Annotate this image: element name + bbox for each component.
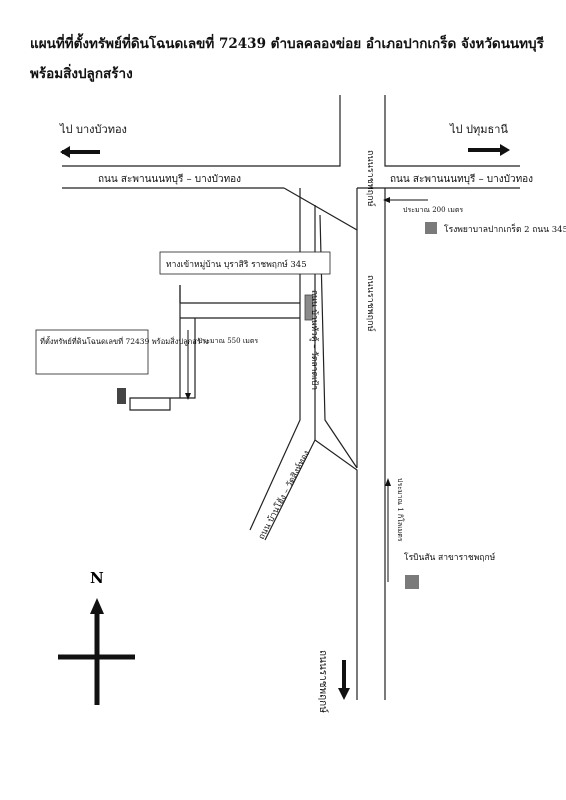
village-entrance-marker [304, 294, 314, 321]
arrow-west [60, 146, 70, 158]
hospital-marker [425, 222, 437, 234]
median-outline [319, 214, 358, 469]
direction-east-label: ไป ปทุมธานี [449, 123, 508, 136]
main-road-east-label: ถนน สะพานนนทบุรี – บางบัวทอง [390, 173, 533, 185]
main-road-west-label: ถนน สะพานนนทบุรี – บางบัวทอง [98, 173, 241, 185]
diagonal-road-label: ถนน บ้านโฮ้ง – วัดสิงห์ทอง [256, 449, 312, 542]
main-road-north-edge-west [62, 95, 341, 167]
arrow-hospital [383, 197, 390, 203]
arrow-east [500, 144, 510, 156]
robinson-distance-label: ประมาณ 1 กิโลเมตร [396, 478, 405, 542]
robinson-label: โรบินสัน สาขาราชพฤกษ์ [404, 552, 496, 563]
road-lines [62, 95, 520, 700]
lower-road-west-edge [314, 439, 358, 700]
robinson-marker [405, 575, 419, 589]
village-entrance-label: ทางเข้าหมู่บ้าน บุราสิริ ราชพฤกษ์ 345 [166, 259, 307, 270]
property-marker [117, 388, 126, 404]
direction-west-label: ไป บางบัวทอง [59, 123, 127, 136]
property-label-box [35, 329, 149, 375]
compass: N [58, 569, 135, 705]
lane-to-property [129, 397, 180, 411]
south-road-label: ถนนราชพฤกษ์ [317, 650, 329, 713]
soi-road-label: ถนน บ้านหัวคู้ – วัดลาดเป้า [309, 290, 320, 390]
village-distance-label: ประมาณ 550 เมตร [198, 337, 258, 345]
village-label-box [159, 251, 331, 275]
hospital-label: โรงพยาบาลปากเกร็ด 2 ถนน 345 [444, 223, 566, 235]
arrow-robinson [385, 478, 391, 486]
property-label: ที่ตั้งทรัพย์ที่ดินโฉนดเลขที่ 72439 พร้อ… [40, 336, 209, 346]
north-arrow-icon [90, 598, 104, 614]
north-vertical-road-label: ถนนราชพฤกษ์ [365, 150, 377, 207]
map-title-line-1: แผนที่ที่ตั้งทรัพย์ที่ดินโฉนดเลขที่ 7243… [30, 36, 544, 52]
map-title-line-2: พร้อมสิ่งปลูกสร้าง [30, 66, 133, 82]
arrow-village [185, 393, 191, 400]
arrows [60, 144, 510, 700]
main-road-north-edge-east [384, 95, 520, 167]
middle-vertical-road-label: ถนนราชพฤกษ์ [365, 275, 377, 332]
compass-north-letter: N [90, 569, 104, 587]
arrow-south [338, 688, 350, 700]
hospital-distance-label: ประมาณ 200 เมตร [403, 206, 463, 214]
